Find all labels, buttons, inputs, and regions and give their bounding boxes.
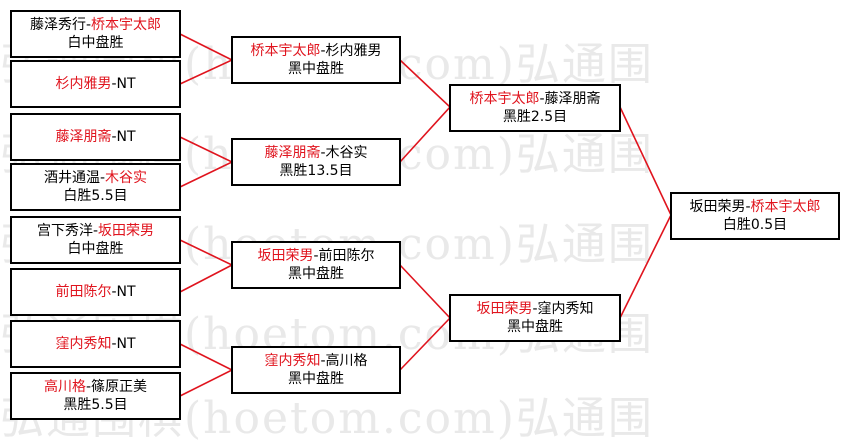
player-name: 杉内雅男	[325, 43, 382, 59]
player-name-winner: 前田陈尔	[55, 284, 112, 300]
connector-line	[619, 106, 672, 319]
match-box-r1-7: 窪内秀知-NT	[10, 320, 181, 368]
match-players: 窪内秀知-NT	[55, 336, 136, 352]
player-name: 坂田荣男	[689, 199, 746, 215]
match-players: 藤泽秀行-桥本宇太郎	[29, 17, 162, 33]
connector-line	[179, 343, 234, 397]
match-players: 高川格-篠原正美	[43, 379, 148, 395]
match-box-r1-8: 高川格-篠原正美 黑胜5.5目	[10, 372, 181, 420]
player-name: 藤泽朋斋	[544, 91, 601, 107]
match-box-final: 坂田荣男-桥本宇太郎 白胜0.5目	[670, 192, 840, 240]
player-name: NT	[116, 284, 136, 300]
player-name-winner: 桥本宇太郎	[250, 43, 321, 59]
player-name: NT	[116, 76, 136, 92]
match-players: 酒井通温-木谷实	[43, 170, 148, 186]
player-name: 前田陈尔	[318, 248, 375, 264]
match-box-r2-4: 窪内秀知-高川格 黑中盘胜	[231, 346, 401, 394]
player-name-winner: 桥本宇太郎	[469, 91, 540, 107]
player-name: 篠原正美	[91, 379, 148, 395]
match-players: 藤泽朋斋-木谷实	[264, 145, 368, 161]
match-result: 黑中盘胜	[288, 371, 344, 387]
match-result: 白中盘胜	[67, 241, 124, 257]
player-name: 木谷实	[325, 145, 368, 161]
match-result: 白中盘胜	[67, 35, 124, 51]
match-players: 桥本宇太郎-藤泽朋斋	[469, 91, 601, 107]
match-box-r1-5: 宫下秀洋-坂田荣男 白中盘胜	[10, 216, 181, 264]
match-players: 坂田荣男-窪内秀知	[476, 301, 594, 317]
match-players: 藤泽朋斋-NT	[55, 129, 136, 145]
match-box-r3-2: 坂田荣男-窪内秀知 黑中盘胜	[449, 294, 621, 342]
match-players: 窪内秀知-高川格	[264, 353, 368, 369]
match-result: 黑胜2.5目	[502, 109, 568, 125]
player-name-winner: 藤泽朋斋	[264, 145, 321, 161]
player-name-winner: 杉内雅男	[55, 76, 112, 92]
match-players: 坂田荣男-前田陈尔	[257, 248, 375, 264]
player-name-winner: 窪内秀知	[264, 353, 321, 369]
player-name-winner: 坂田荣男	[476, 301, 533, 317]
player-name: 宫下秀洋	[36, 223, 93, 239]
match-players: 宫下秀洋-坂田荣男	[36, 223, 155, 239]
player-name-winner: 坂田荣男	[98, 223, 155, 239]
player-name: 酒井通温	[43, 170, 100, 186]
player-name: 高川格	[325, 353, 368, 369]
player-name-winner: 窪内秀知	[55, 336, 112, 352]
player-name-winner: 高川格	[43, 379, 86, 395]
match-box-r2-2: 藤泽朋斋-木谷实 黑胜13.5目	[231, 138, 401, 186]
player-name-winner: 坂田荣男	[257, 248, 314, 264]
player-name-winner: 藤泽朋斋	[55, 129, 112, 145]
connector-line	[399, 59, 452, 163]
match-box-r1-6: 前田陈尔-NT	[10, 268, 181, 316]
match-box-r1-4: 酒井通温-木谷实 白胜5.5目	[10, 163, 181, 211]
connector-line	[179, 33, 234, 85]
match-result: 黑胜13.5目	[279, 163, 353, 179]
player-name: 藤泽秀行	[29, 17, 86, 33]
connector-line	[179, 239, 234, 293]
match-players: 杉内雅男-NT	[55, 76, 136, 92]
player-name-winner: 桥本宇太郎	[91, 17, 162, 33]
player-name-winner: 木谷实	[105, 170, 148, 186]
match-result: 白胜0.5目	[722, 217, 788, 233]
match-box-r1-2: 杉内雅男-NT	[10, 60, 181, 108]
match-result: 黑胜5.5目	[63, 397, 128, 413]
match-box-r2-3: 坂田荣男-前田陈尔 黑中盘胜	[231, 241, 401, 289]
player-name: 窪内秀知	[537, 301, 594, 317]
match-box-r1-3: 藤泽朋斋-NT	[10, 113, 181, 161]
match-box-r3-1: 桥本宇太郎-藤泽朋斋 黑胜2.5目	[449, 84, 621, 132]
player-name-winner: 桥本宇太郎	[750, 199, 821, 215]
match-box-r2-1: 桥本宇太郎-杉内雅男 黑中盘胜	[231, 36, 401, 84]
match-result: 黑中盘胜	[288, 266, 344, 282]
match-result: 白胜5.5目	[63, 188, 128, 204]
match-players: 桥本宇太郎-杉内雅男	[250, 43, 382, 59]
player-name: NT	[116, 336, 136, 352]
match-box-r1-1: 藤泽秀行-桥本宇太郎 白中盘胜	[10, 10, 181, 58]
connector-line	[179, 136, 234, 188]
match-result: 黑中盘胜	[507, 319, 563, 335]
match-players: 坂田荣男-桥本宇太郎	[689, 199, 821, 215]
match-players: 前田陈尔-NT	[55, 284, 136, 300]
match-result: 黑中盘胜	[288, 61, 344, 77]
player-name: NT	[116, 129, 136, 145]
connector-line	[399, 264, 452, 371]
